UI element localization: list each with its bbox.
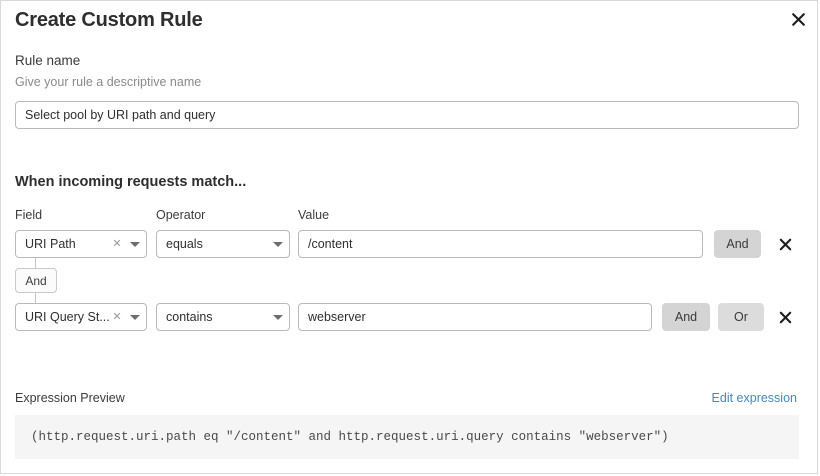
clear-icon[interactable]: ✕ [112,310,122,323]
field-select-row-1[interactable]: URI Path ✕ [15,230,147,258]
field-select-row-2[interactable]: URI Query St... ✕ [15,303,147,331]
close-icon[interactable] [786,7,810,31]
clear-icon[interactable]: ✕ [112,237,122,250]
connector-and-badge[interactable]: And [15,268,57,293]
operator-select-value-row-1: equals [166,237,203,251]
expression-preview-label: Expression Preview [15,391,125,405]
operator-select-row-2[interactable]: contains [156,303,290,331]
operator-select-row-1[interactable]: equals [156,230,290,258]
value-input-row-2[interactable] [298,303,652,331]
value-input-row-1[interactable] [298,230,703,258]
connector-line-bottom [35,293,36,303]
chevron-down-icon[interactable] [267,314,289,320]
chevron-down-icon[interactable] [124,241,146,247]
expression-preview-box: (http.request.uri.path eq "/content" and… [15,415,799,459]
column-header-field: Field [15,208,43,222]
and-button-row-1[interactable]: And [714,230,761,258]
dialog-title: Create Custom Rule [15,9,203,31]
delete-condition-icon-row-2[interactable] [774,303,796,331]
edit-expression-link[interactable]: Edit expression [711,391,797,405]
delete-condition-icon-row-1[interactable] [774,230,796,258]
connector-line-top [35,258,36,268]
rule-name-input[interactable] [15,101,799,129]
match-heading: When incoming requests match... [15,174,247,190]
or-button-row-2[interactable]: Or [718,303,764,331]
chevron-down-icon[interactable] [267,241,289,247]
chevron-down-icon[interactable] [124,314,146,320]
expression-preview-code: (http.request.uri.path eq "/content" and… [31,430,669,444]
and-button-row-2[interactable]: And [662,303,710,331]
column-header-operator: Operator [156,208,206,222]
operator-select-value-row-2: contains [166,310,213,324]
field-select-value-row-1: URI Path [25,237,76,251]
column-header-value: Value [298,208,330,222]
rule-name-label: Rule name [15,53,81,68]
rule-name-hint: Give your rule a descriptive name [15,75,202,89]
field-select-value-row-2: URI Query St... [25,310,110,324]
condition-row: URI Query St... ✕ contains And Or [1,303,819,333]
condition-row: URI Path ✕ equals And [1,230,819,260]
